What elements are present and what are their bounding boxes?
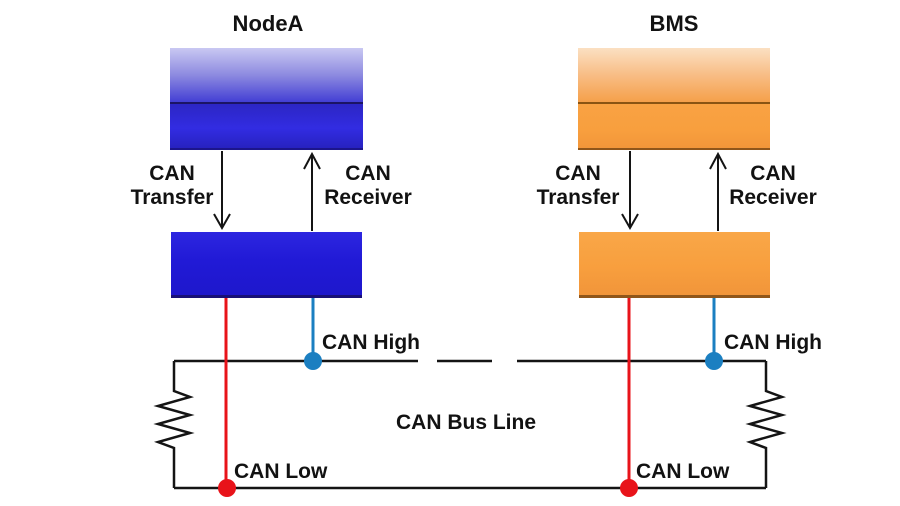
left-terminator-resistor [153,361,195,488]
bms-receiver-label: CAN Receiver [729,162,817,209]
bms-transceiver-box [579,232,770,298]
bms-controller-divider [578,102,770,104]
bms-transfer-label: CAN Transfer [536,162,620,209]
node-a-controller-lower-section [170,104,363,150]
can-low-label-left: CAN Low [234,460,328,483]
bms-controller-box [578,48,770,150]
bms-can-high-junction-dot [705,352,723,370]
bms-transfer-arrowhead [621,213,639,231]
node-a-controller-upper-section [170,48,363,102]
bms-title: BMS [649,11,699,36]
node-a-receiver-arrowhead [303,151,321,170]
can-low-label-right: CAN Low [636,460,730,483]
bms-controller-lower-section [578,104,770,150]
right-terminator-resistor [745,361,787,488]
node-a-transfer-label: CAN Transfer [130,162,214,209]
node-a-title: NodeA [232,11,304,36]
can-high-label-left: CAN High [322,331,420,354]
node-a-transceiver-box [171,232,362,298]
node-a-receiver-label: CAN Receiver [324,162,412,209]
node-a-controller-box [170,48,363,150]
can-bus-line-label: CAN Bus Line [395,411,537,434]
node-a-transfer-arrowhead [213,213,231,231]
bms-can-low-junction-dot [620,479,638,497]
can-high-label-right: CAN High [724,331,822,354]
node-a-controller-divider [170,102,363,104]
bms-receiver-arrowhead [709,151,727,170]
node-a-can-high-junction-dot [304,352,322,370]
node-a-can-low-junction-dot [218,479,236,497]
bms-controller-upper-section [578,48,770,102]
